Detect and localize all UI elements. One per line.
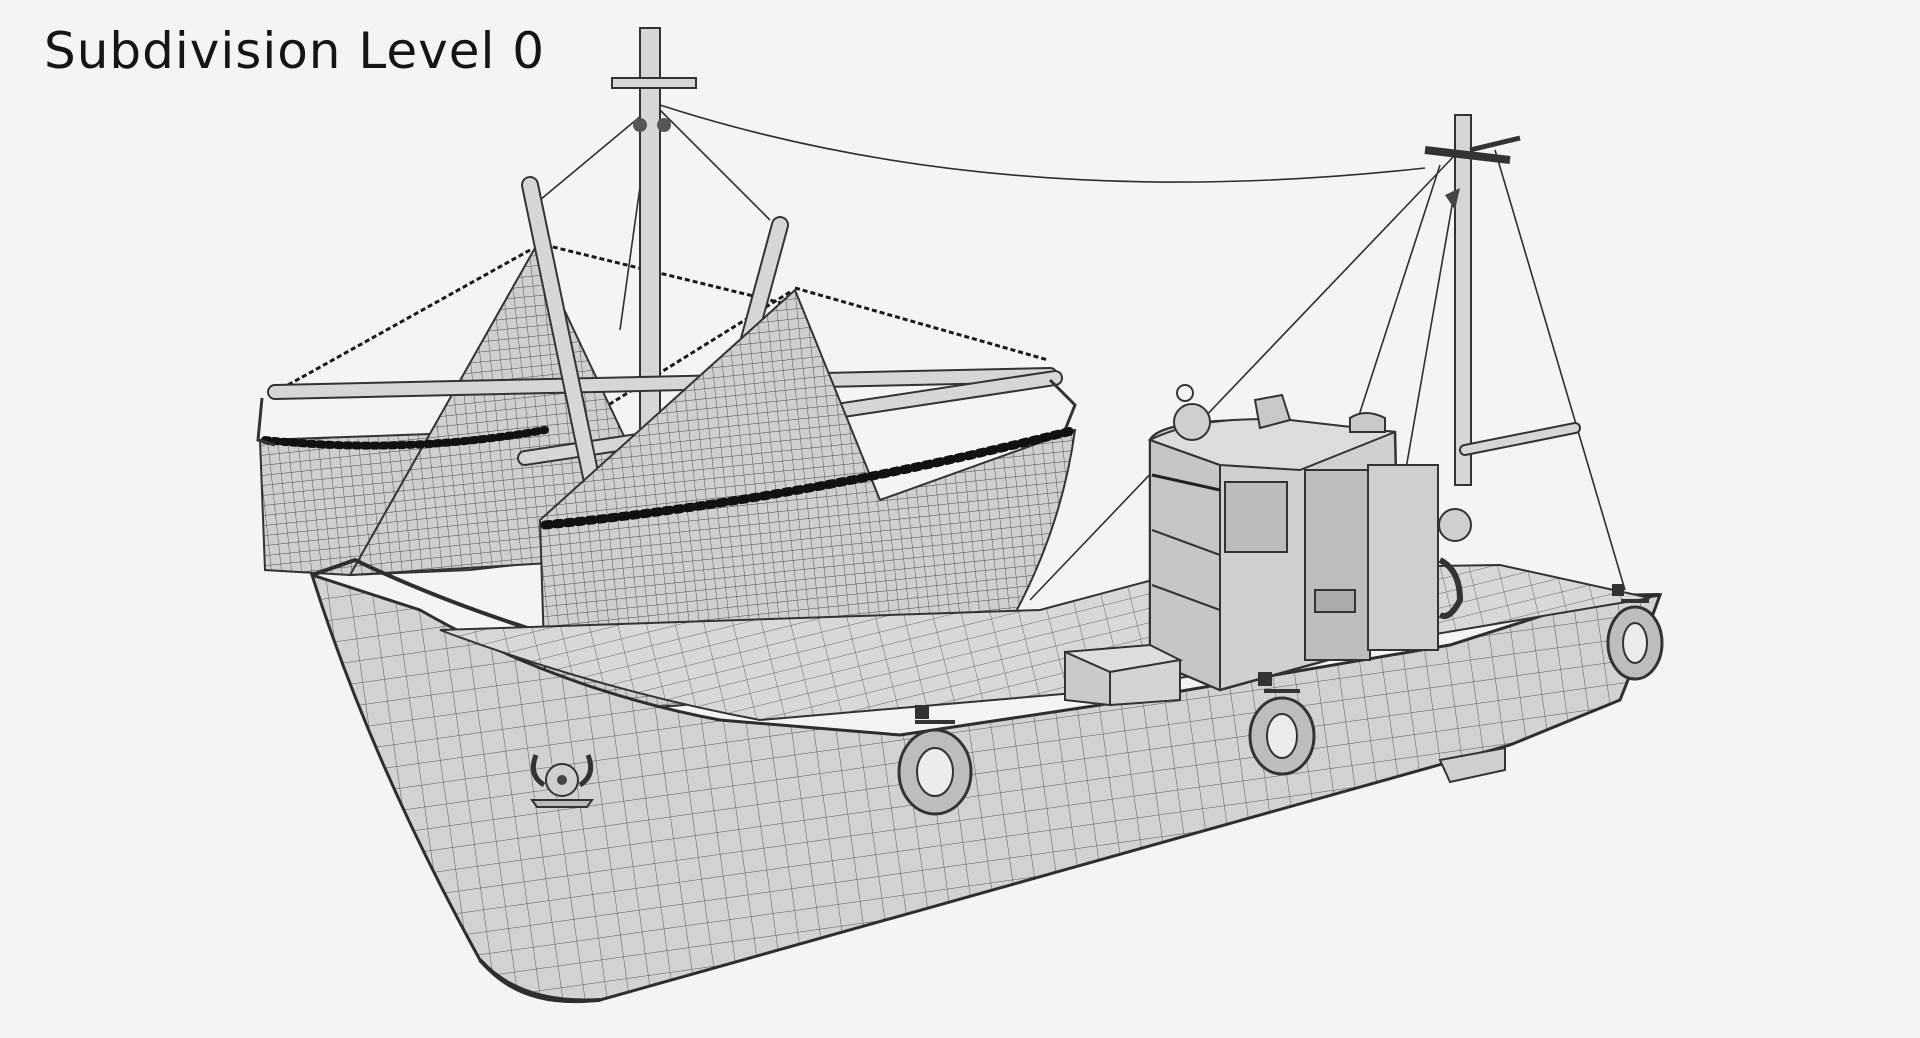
wheelhouse — [1147, 384, 1472, 692]
aft-mast — [1424, 114, 1581, 486]
crab-emblem-icon — [530, 754, 594, 808]
keel-skeg — [1438, 746, 1506, 784]
subdivision-caption: Subdivision Level 0 — [44, 22, 546, 80]
tyre-fenders — [897, 599, 1664, 816]
deck-hatch — [1064, 643, 1184, 707]
bollards — [915, 584, 1624, 719]
